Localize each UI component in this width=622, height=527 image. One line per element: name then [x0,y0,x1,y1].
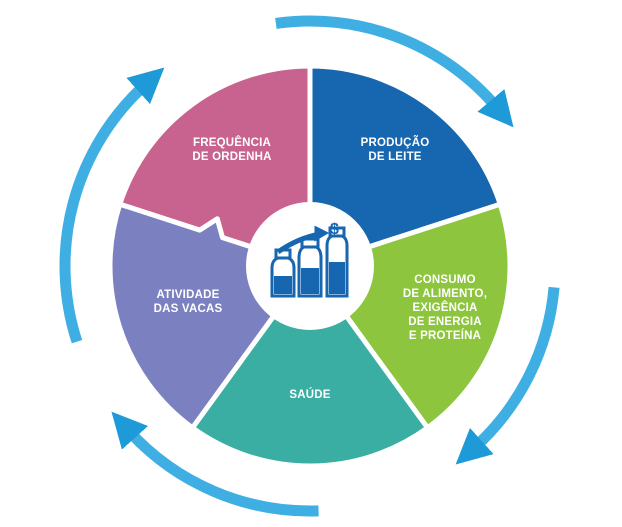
milk-bottles-growth-dollar-icon: $ [270,221,349,298]
cycle-arrow-icon [111,411,319,517]
segment-label-frequencia-de-ordenha: FREQUÊNCIA DE ORDENHA [192,136,271,164]
label-line: DAS VACAS [153,303,223,315]
segment-label-saude: SAÚDE [289,388,330,402]
label-line: DE ORDENHA [192,151,272,163]
cycle-arrow-icon [275,15,514,128]
label-line: ATIVIDADE [156,289,220,301]
label-line: DE ALIMENTO, [402,288,488,300]
segment-label-atividade-das-vacas: ATIVIDADE DAS VACAS [154,288,223,316]
label-line: SAÚDE [289,389,331,401]
cycle-arrow-icon [59,67,165,344]
segment-label-producao-de-leite: PRODUÇÃO DE LEITE [361,136,430,164]
label-line: DE LEITE [368,151,422,163]
svg-text:$: $ [330,221,339,238]
cycle-arrow-icon [455,286,560,465]
label-line: DE ENERGIA [408,316,482,328]
label-line: EXIGÊNCIA [412,302,478,314]
label-line: PRODUÇÃO [360,137,430,149]
label-line: FREQUÊNCIA [192,137,272,149]
segment-label-consumo-de-alimento: CONSUMO DE ALIMENTO, EXIGÊNCIA DE ENERGIA E … [403,273,487,343]
label-line: E PROTEÍNA [408,330,482,342]
center-circle [246,202,374,330]
label-line: CONSUMO [414,274,476,286]
